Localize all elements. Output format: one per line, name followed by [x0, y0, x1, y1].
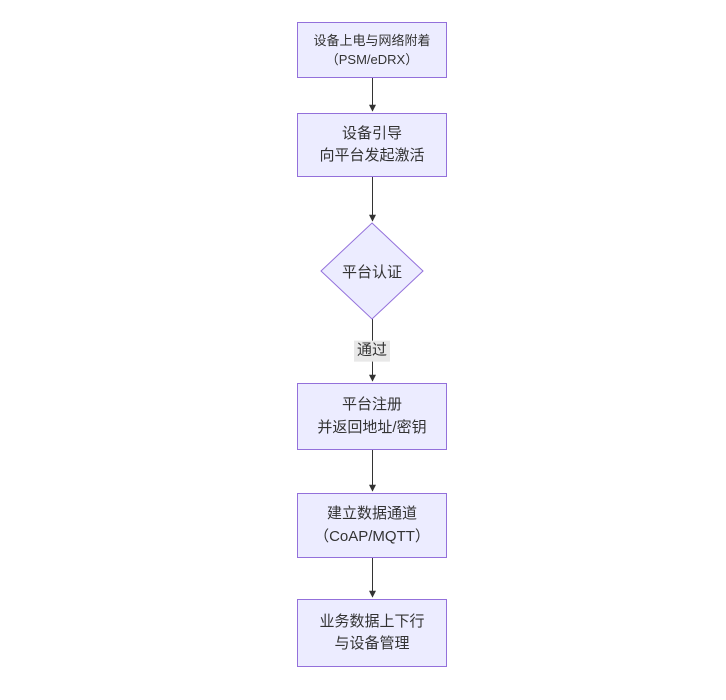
node-data-channel: 建立数据通道 （CoAP/MQTT）	[297, 493, 447, 558]
edge-label-pass: 通过	[353, 340, 391, 362]
node-label-line: 并返回地址/密钥	[317, 418, 427, 436]
node-label-line: 平台注册	[341, 396, 402, 413]
node-power-network-attach: 设备上电与网络附着 （PSM/eDRX）	[297, 22, 447, 78]
node-label-line: 向平台发起激活	[319, 147, 425, 164]
node-label-line: （PSM/eDRX）	[325, 52, 419, 67]
decision-diamond-platform-auth	[320, 222, 424, 320]
node-label-line: 设备上电与网络附着	[313, 32, 431, 48]
node-business-data: 业务数据上下行 与设备管理	[297, 599, 447, 667]
node-label-line: 建立数据通道	[326, 505, 417, 522]
node-label-line: 设备引导	[341, 124, 402, 142]
node-label-line: （CoAP/MQTT）	[314, 527, 430, 545]
node-platform-register: 平台注册 并返回地址/密钥	[297, 383, 447, 450]
edge-label-text: 通过	[356, 341, 388, 359]
node-device-bootstrap: 设备引导 向平台发起激活	[297, 113, 447, 177]
node-label-line: 与设备管理	[334, 635, 410, 652]
node-label-line: 业务数据上下行	[319, 612, 425, 630]
